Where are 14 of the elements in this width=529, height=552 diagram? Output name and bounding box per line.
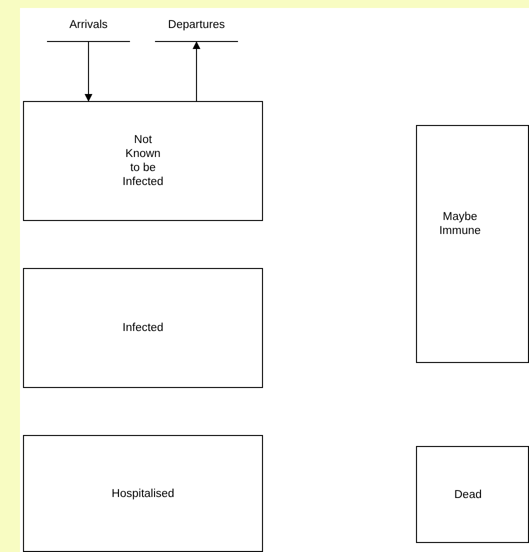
node-label: Hospitalised	[110, 486, 176, 500]
state-box	[416, 446, 529, 543]
state-box	[23, 101, 263, 221]
node-label: Departures	[167, 18, 226, 32]
node-label: Dead	[453, 488, 483, 502]
arrow	[84, 42, 92, 102]
node-label: Infected	[122, 321, 164, 335]
node-label: Not Known to be Infected	[122, 133, 164, 189]
state-box	[416, 125, 529, 363]
arrow	[192, 41, 200, 102]
node-label: Arrivals	[68, 18, 109, 32]
node-label: Maybe Immune	[438, 210, 482, 238]
state-box	[23, 435, 263, 552]
state-box	[23, 268, 263, 388]
